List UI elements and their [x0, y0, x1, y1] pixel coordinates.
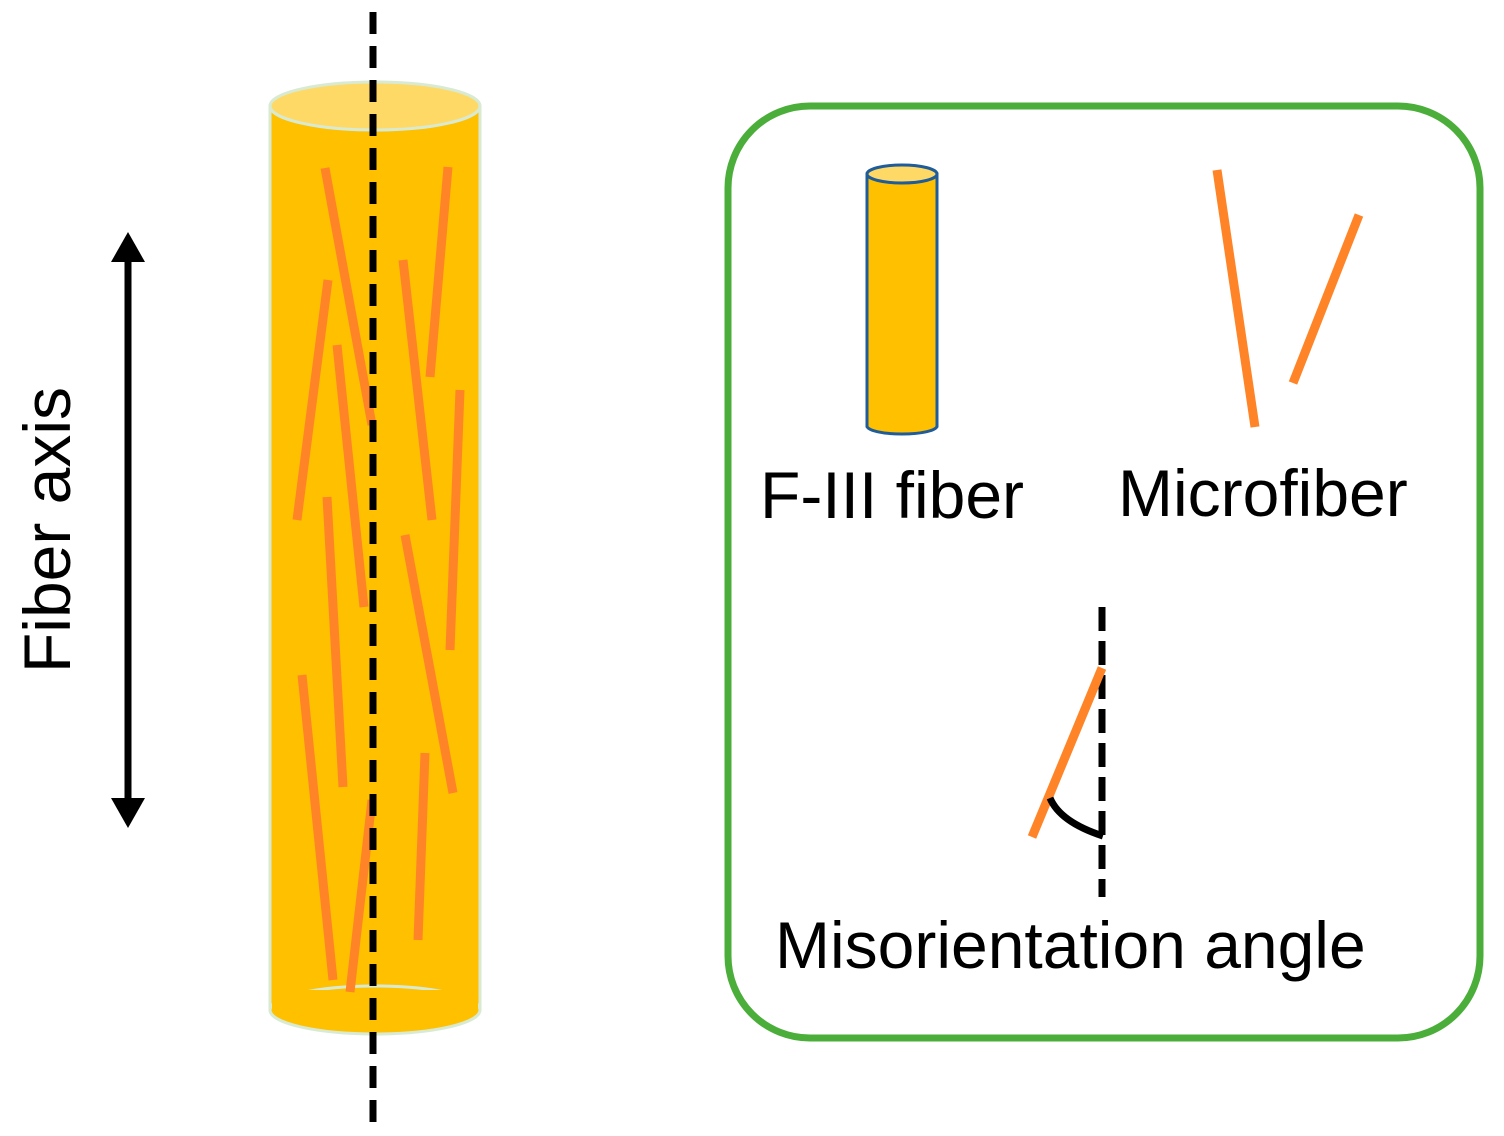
legend-angle-icon [1027, 607, 1107, 897]
legend-fiber-icon [865, 163, 939, 436]
microfiber-line [400, 534, 458, 794]
fiber-axis-label: Fiber axis [10, 387, 84, 673]
microfiber-line [413, 752, 430, 941]
microfiber-line [292, 279, 333, 521]
microfiber-line [398, 259, 437, 521]
microfiber-line [322, 496, 348, 788]
microfiber-line [345, 799, 377, 993]
microfiber-line [297, 674, 338, 981]
legend-fiber-label: F-III fiber [760, 458, 1024, 532]
microfiber-line [425, 166, 453, 378]
microfiber-line [332, 344, 369, 608]
fiber-axis-arrow [111, 232, 145, 828]
microfibers [292, 166, 465, 993]
microfiber-line [320, 167, 377, 426]
legend-microfiber-label: Microfiber [1118, 456, 1408, 530]
legend-angle-label: Misorientation angle [775, 908, 1366, 982]
microfiber-line [445, 389, 465, 651]
legend-microfiber-icon [1212, 169, 1364, 428]
legend-box [724, 102, 1484, 1042]
